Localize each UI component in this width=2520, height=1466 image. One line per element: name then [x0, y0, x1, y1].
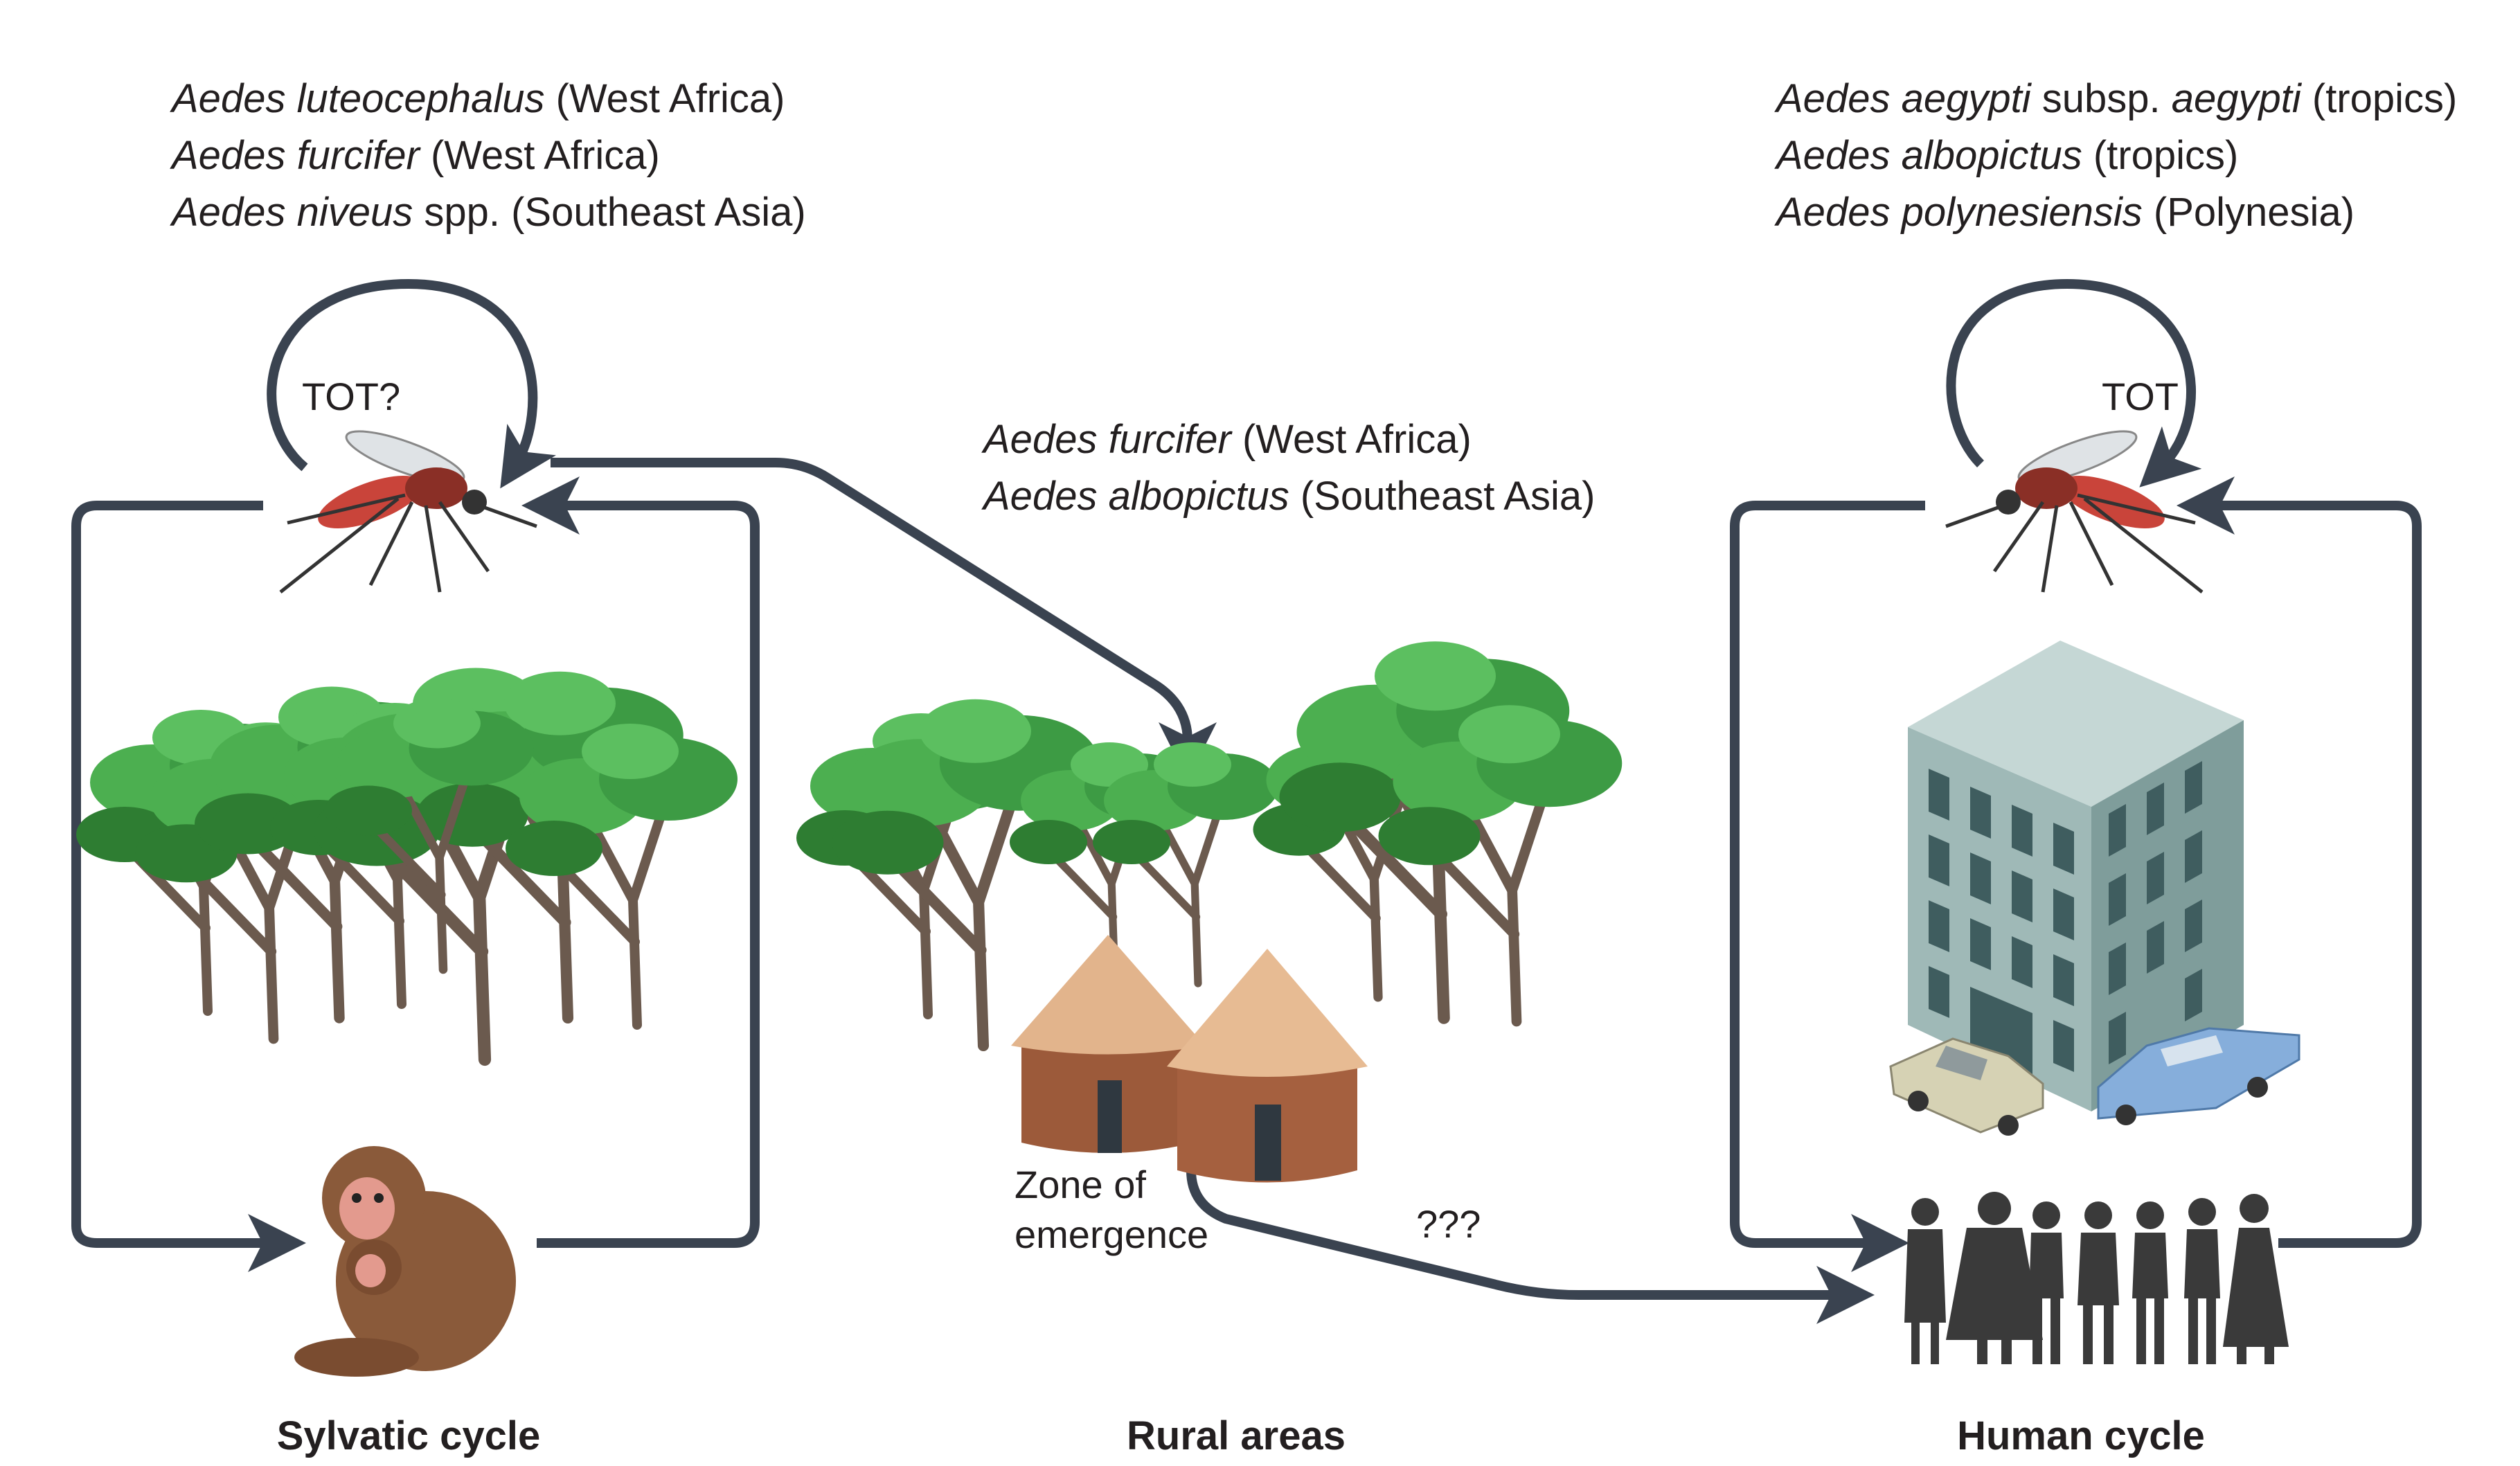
- vector-entry: Aedes furcifer (West Africa): [983, 411, 1595, 468]
- unknown-transmission-label: ???: [1416, 1202, 1481, 1246]
- species-name: Aedes luteocephalus: [172, 76, 545, 121]
- vector-entry: Aedes luteocephalus (West Africa): [172, 71, 806, 127]
- region-text: spp. (Southeast Asia): [413, 190, 806, 235]
- car-icon: [1889, 1037, 2044, 1136]
- vector-entry: Aedes polynesiensis (Polynesia): [1776, 184, 2457, 241]
- subspecies-text: subsp.: [2030, 76, 2172, 121]
- human-cycle-arrows: [1730, 476, 2422, 1272]
- building-icon: [1908, 641, 2244, 1111]
- vector-entry: Aedes aegypti subsp. aegypti (tropics): [1776, 71, 2457, 127]
- vector-entry: Aedes albopictus (tropics): [1776, 127, 2457, 184]
- region-text: (West Africa): [419, 133, 660, 178]
- region-text: (tropics): [2082, 133, 2239, 178]
- species-name: Aedes niveus: [172, 190, 413, 235]
- zone-of-emergence-label: Zone of emergence: [1015, 1160, 1208, 1260]
- people-silhouettes-icon: [1904, 1192, 2289, 1364]
- rural-areas-title: Rural areas: [1127, 1413, 1346, 1458]
- rural-vector-list: Aedes furcifer (West Africa) Aedes albop…: [983, 411, 1595, 525]
- sylvatic-to-rural-arrow: [551, 458, 1217, 780]
- zone-label-line: Zone of: [1015, 1163, 1146, 1206]
- region-text: (West Africa): [1231, 417, 1472, 462]
- human-vector-list: Aedes aegypti subsp. aegypti (tropics) A…: [1776, 71, 2457, 241]
- species-name: Aedes furcifer: [172, 133, 420, 178]
- rural-to-human-arrow: [1186, 1108, 1875, 1324]
- hut-icon: [1167, 949, 1368, 1183]
- sylvatic-cycle-title: Sylvatic cycle: [276, 1413, 541, 1458]
- species-name: Aedes polynesiensis: [1776, 190, 2143, 235]
- human-cycle-title: Human cycle: [1957, 1413, 2205, 1458]
- car-icon: [2097, 1027, 2300, 1125]
- monkey-icon: [294, 1146, 516, 1377]
- region-text: (West Africa): [544, 76, 785, 121]
- rural-trees: [796, 641, 1622, 1046]
- species-name: Aedes aegypti: [1776, 76, 2031, 121]
- sylvatic-loop-label: TOT?: [302, 375, 401, 418]
- species-name: Aedes furcifer: [983, 417, 1231, 462]
- vector-entry: Aedes niveus spp. (Southeast Asia): [172, 184, 806, 241]
- species-name: Aedes albopictus: [983, 474, 1289, 519]
- forest-trees: [76, 668, 738, 1060]
- species-name: aegypti: [2171, 76, 2301, 121]
- region-text: (tropics): [2300, 76, 2458, 121]
- sylvatic-loop-arrow: [267, 278, 557, 489]
- hut-icon: [1011, 935, 1205, 1153]
- region-text: (Polynesia): [2142, 190, 2355, 235]
- region-text: (Southeast Asia): [1289, 474, 1596, 519]
- species-name: Aedes albopictus: [1776, 133, 2082, 178]
- mosquito-icon: [1945, 430, 2204, 593]
- sylvatic-cycle-arrows: [71, 476, 760, 1272]
- mosquito-icon: [279, 430, 537, 593]
- sylvatic-vector-list: Aedes luteocephalus (West Africa) Aedes …: [172, 71, 806, 241]
- vector-entry: Aedes furcifer (West Africa): [172, 127, 806, 184]
- vector-entry: Aedes albopictus (Southeast Asia): [983, 468, 1595, 525]
- human-loop-arrow: [1946, 278, 2202, 488]
- zone-label-line: emergence: [1015, 1213, 1209, 1256]
- human-loop-label: TOT: [2102, 375, 2179, 418]
